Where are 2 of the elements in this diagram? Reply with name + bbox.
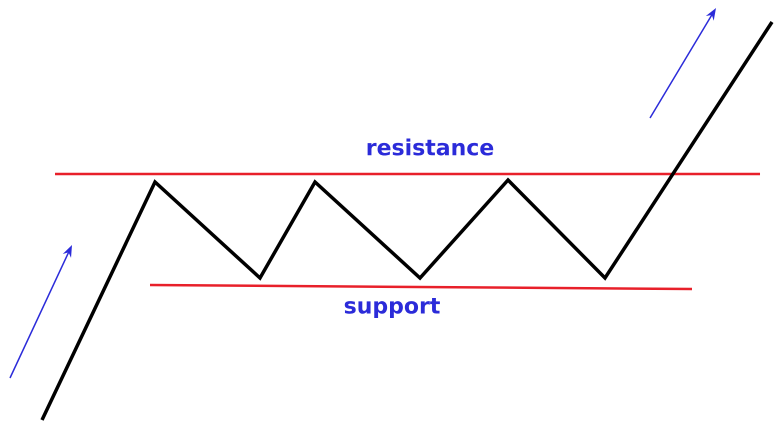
line-label: resistance: [368, 138, 494, 156]
line-label: support: [344, 298, 440, 318]
